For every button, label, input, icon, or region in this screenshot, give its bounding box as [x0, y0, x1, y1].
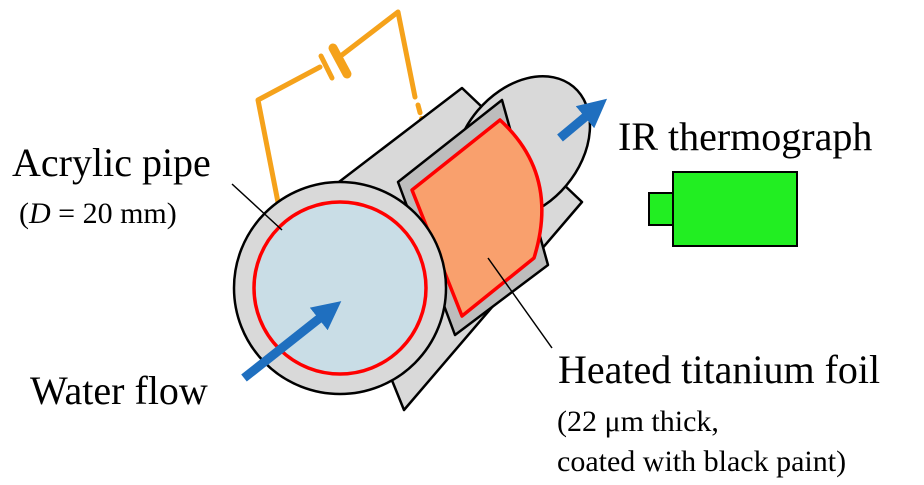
diameter-variable: D: [29, 197, 51, 230]
flow-arrow-icon: [241, 301, 342, 382]
acrylic-pipe-label: Acrylic pipe: [12, 140, 211, 185]
circuit: [255, 9, 429, 231]
battery-icon: [318, 43, 352, 81]
diameter-open: (: [19, 197, 29, 230]
camera-lens: [648, 192, 676, 226]
water-flow-label: Water flow: [30, 368, 208, 413]
foil-coating-label: coated with black paint): [557, 445, 847, 478]
heated-foil-label: Heated titanium foil: [558, 347, 881, 392]
view-arrow-icon: [557, 98, 608, 142]
ir-thermograph-label: IR thermograph: [618, 114, 873, 159]
diameter-value: = 20 mm): [50, 197, 177, 230]
acrylic-pipe: [232, 75, 592, 412]
ir-camera-icon: [648, 171, 798, 247]
camera-body: [672, 171, 798, 247]
foil-thickness-label: (22 μm thick,: [557, 405, 719, 438]
circuit-wire-right: [339, 9, 418, 100]
circuit-wire-left: [255, 64, 323, 231]
acrylic-leader-line: [231, 183, 283, 231]
diameter-label: (D = 20 mm): [19, 199, 177, 229]
foil-leader-line: [487, 257, 553, 349]
